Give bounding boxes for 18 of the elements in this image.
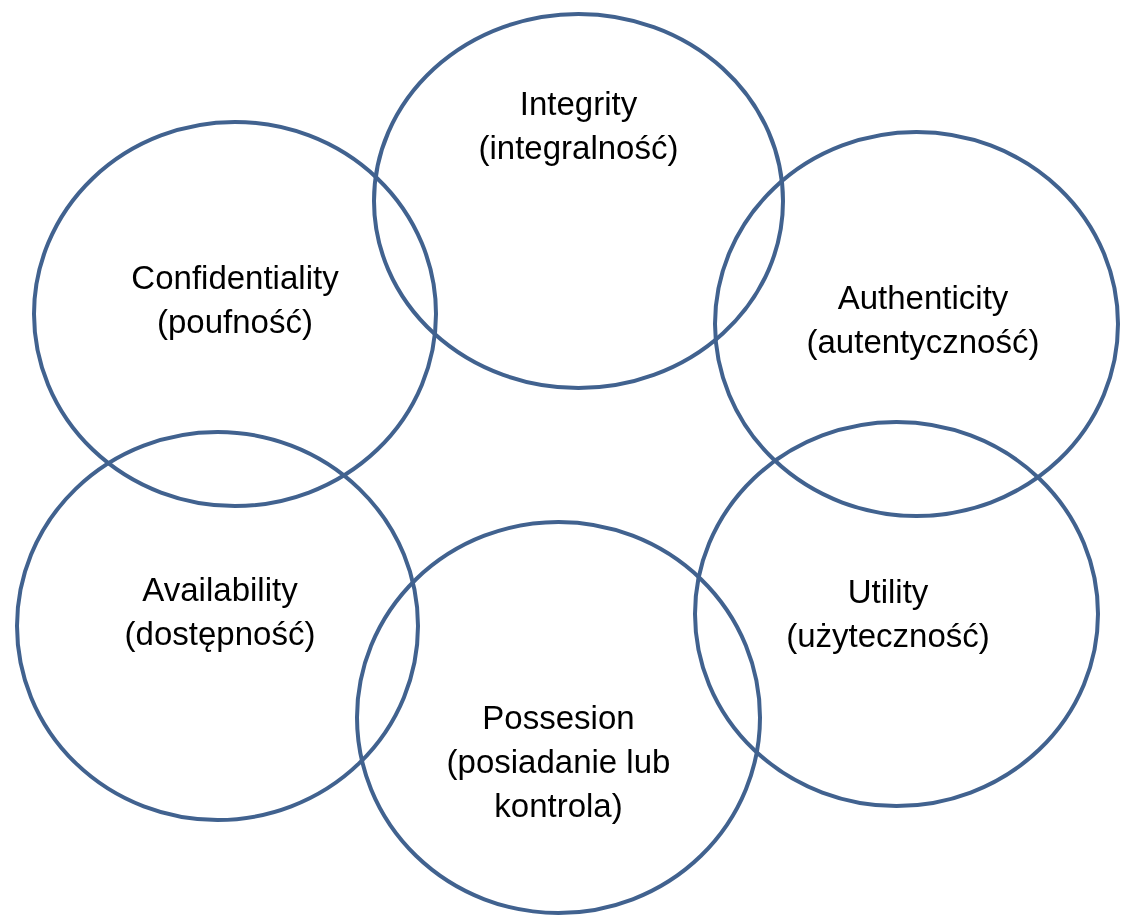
circle-label: Possesion bbox=[481, 698, 636, 738]
concept-circle bbox=[372, 12, 785, 390]
circle-label: Availability bbox=[141, 570, 299, 610]
circle-label: (użyteczność) bbox=[785, 616, 991, 656]
circle-label: Confidentiality bbox=[130, 258, 340, 298]
circle-label: Authenticity bbox=[836, 278, 1010, 318]
concept-circle bbox=[713, 130, 1120, 518]
circle-label: (poufność) bbox=[156, 302, 314, 342]
circle-label: (autentyczność) bbox=[805, 322, 1041, 362]
concept-circle bbox=[355, 520, 762, 915]
circle-label: (integralność) bbox=[477, 128, 680, 168]
circle-label: Integrity bbox=[518, 84, 639, 124]
concept-circle bbox=[15, 430, 420, 822]
concept-circle bbox=[32, 120, 438, 508]
circle-label: (dostępność) bbox=[123, 614, 317, 654]
concept-circle bbox=[693, 420, 1100, 808]
circle-label: (posiadanie lub kontrola) bbox=[445, 742, 672, 826]
circle-label: Utility bbox=[846, 572, 930, 612]
